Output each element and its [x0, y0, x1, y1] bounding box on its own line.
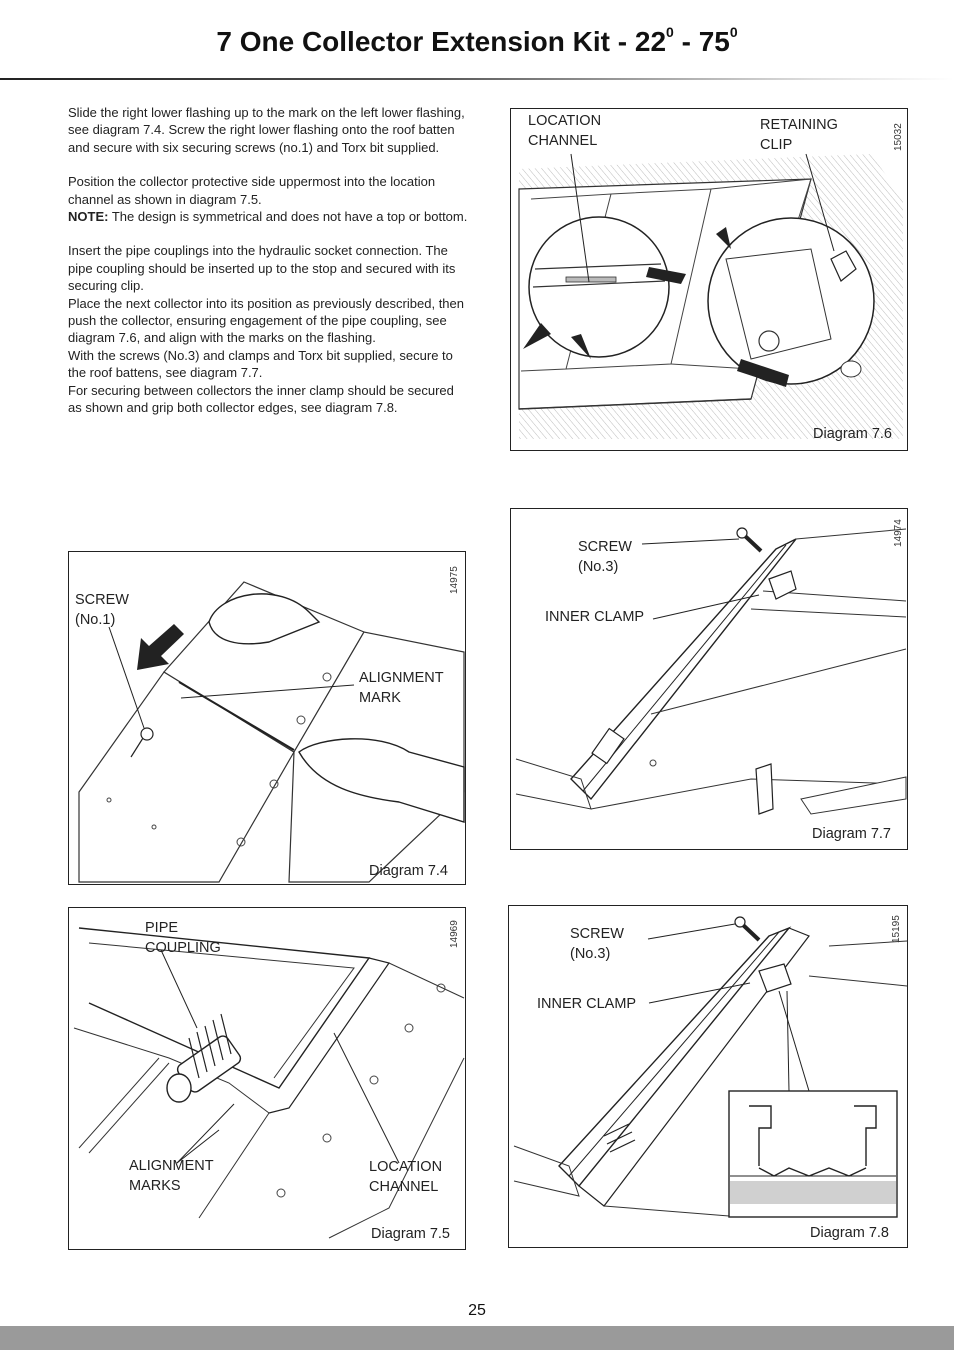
label-alignment-mark: ALIGNMENT MARK: [359, 670, 444, 706]
diagram-7-5-illustration: [73, 913, 465, 1239]
label-pipe-coupling: PIPE COUPLING: [145, 920, 221, 956]
instruction-paragraph: For securing between collectors the inne…: [68, 382, 454, 416]
note-label: NOTE:: [68, 209, 109, 225]
diagram-7-5: PIPE COUPLING ALIGNMENT MARKS LOCATION C…: [68, 907, 466, 1250]
diagram-caption: Diagram 7.6: [813, 426, 892, 442]
page-number: 25: [468, 1302, 486, 1319]
diagram-caption: Diagram 7.8: [810, 1225, 889, 1241]
label-screw-no1: SCREW (No.1): [75, 592, 129, 628]
note-paragraph: NOTE: The design is symmetrical and does…: [68, 208, 468, 225]
diagram-7-6-illustration: [518, 153, 903, 439]
label-location-channel: LOCATION CHANNEL: [369, 1159, 443, 1195]
diagram-7-8: SCREW (No.3) INNER CLAMP 15195 Diagram 7…: [508, 905, 908, 1248]
diagram-7-4-illustration: [78, 581, 465, 883]
reference-number: 14969: [449, 920, 460, 948]
label-retaining-clip: RETAINING CLIP: [760, 117, 838, 153]
instructions-text: Slide the right lower flashing up to the…: [68, 104, 468, 417]
instruction-paragraph: Slide the right lower flashing up to the…: [68, 105, 465, 155]
title-rule: [0, 78, 954, 80]
note-text: The design is symmetrical and does not h…: [108, 209, 468, 225]
diagram-7-4: SCREW (No.1) ALIGNMENT MARK 14975 Diagra…: [68, 551, 466, 885]
instruction-paragraph: With the screws (No.3) and clamps and To…: [68, 347, 453, 381]
diagram-caption: Diagram 7.5: [371, 1226, 450, 1242]
diagram-caption: Diagram 7.4: [369, 863, 448, 879]
reference-number: 14974: [893, 519, 904, 547]
label-inner-clamp: INNER CLAMP: [537, 996, 637, 1012]
label-location-channel: LOCATION CHANNEL: [528, 113, 602, 149]
reference-number: 15195: [891, 915, 902, 943]
footer-bar: [0, 1326, 954, 1350]
diagram-7-8-illustration: [513, 916, 907, 1218]
label-screw-no3: SCREW (No.3): [578, 539, 632, 575]
diagram-caption: Diagram 7.7: [812, 826, 891, 842]
label-screw-no3: SCREW (No.3): [570, 926, 624, 962]
pipe-coupling-icon: [166, 1013, 242, 1103]
instruction-paragraph: Place the next collector into its positi…: [68, 295, 464, 346]
diagram-7-7: SCREW (No.3) INNER CLAMP 14974 Diagram 7…: [510, 508, 908, 850]
reference-number: 14975: [449, 566, 460, 594]
instruction-paragraph: Insert the pipe couplings into the hydra…: [68, 243, 456, 294]
reference-number: 15032: [893, 123, 904, 151]
label-alignment-marks: ALIGNMENT MARKS: [129, 1158, 214, 1194]
page-title: 7 One Collector Extension Kit - 220 - 75…: [216, 23, 738, 57]
instruction-paragraph: Position the collector protective side u…: [68, 174, 436, 207]
label-inner-clamp: INNER CLAMP: [545, 609, 645, 625]
diagram-7-7-illustration: [515, 527, 907, 815]
diagram-7-6: LOCATION CHANNEL RETAINING CLIP 15032 Di…: [510, 108, 908, 451]
